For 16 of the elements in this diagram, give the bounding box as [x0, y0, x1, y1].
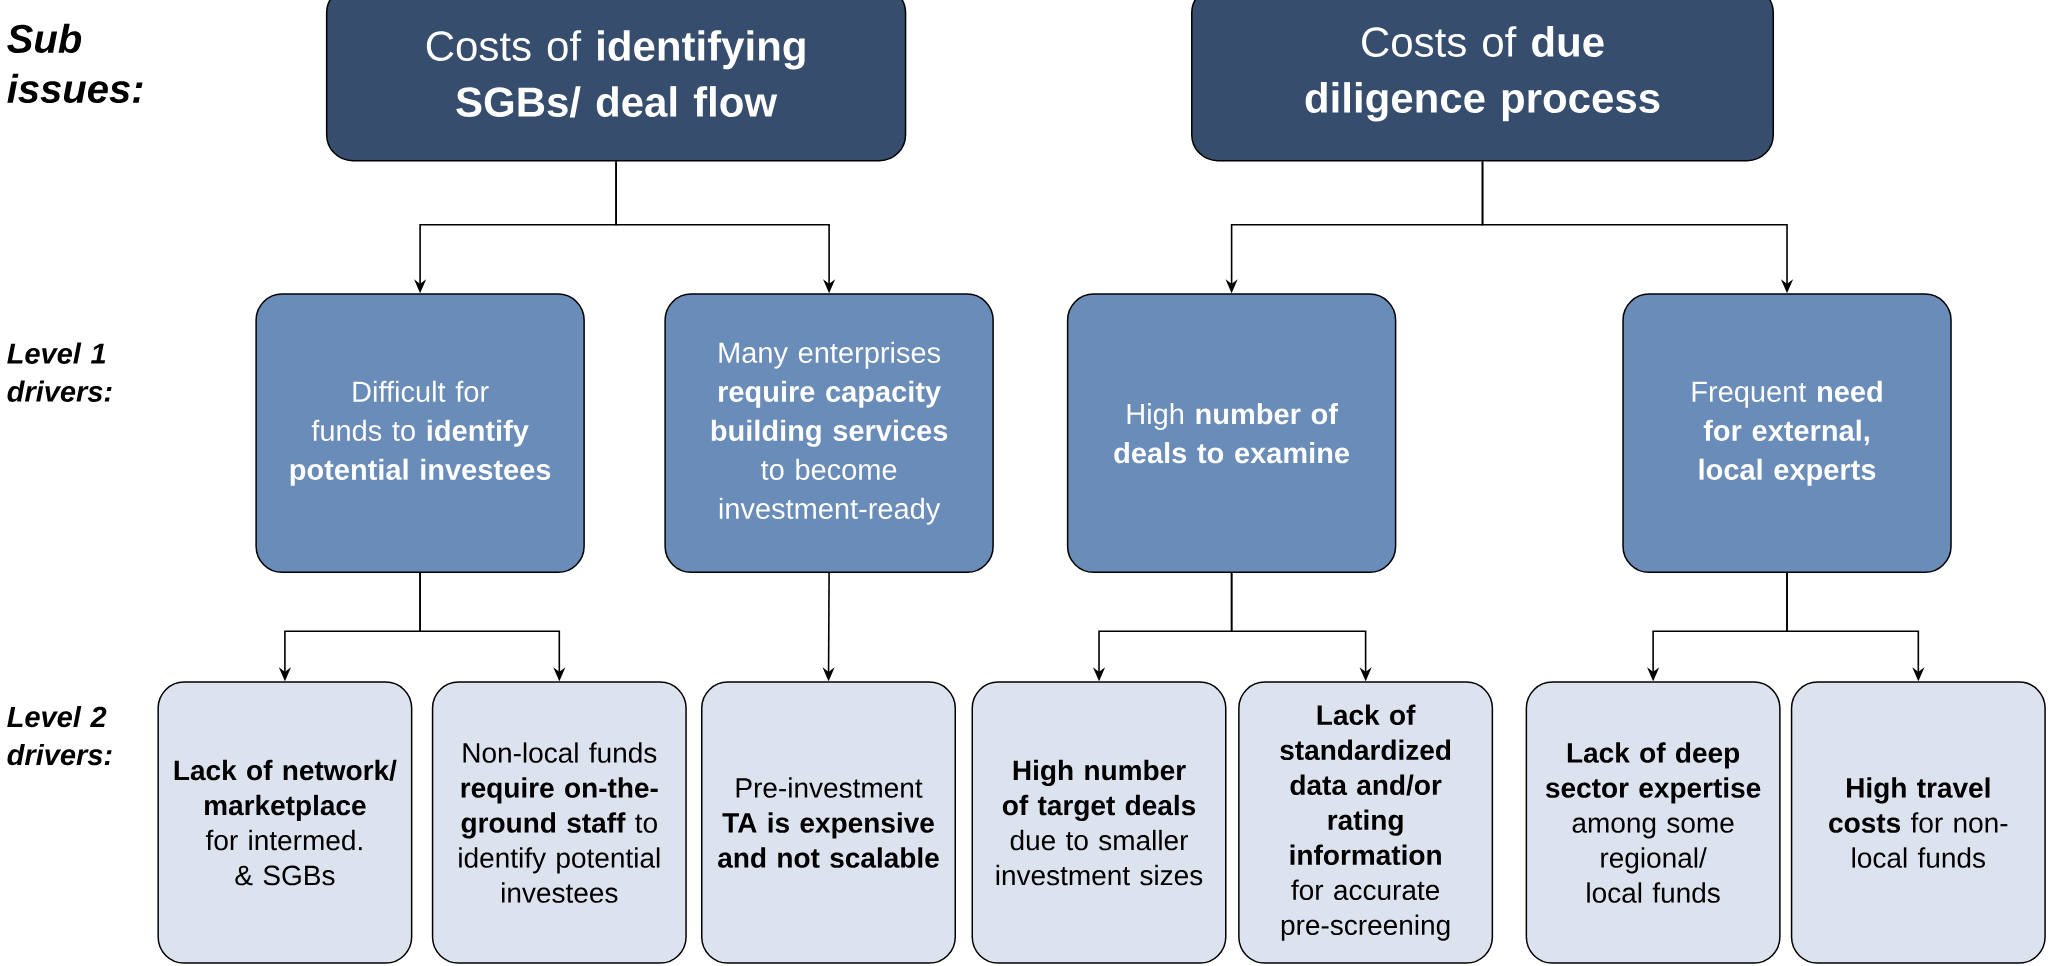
- level-label: Sub issues:: [7, 23, 143, 104]
- driver-box: Lack of standardized data and/or rating information for accurate pre-screening: [1238, 681, 1494, 964]
- driver-box: Many enterprises require capacity building services to become investment-ready: [664, 293, 994, 574]
- driver-box: High travel costs for non-local funds: [1790, 681, 2046, 964]
- heading-box: Costs of identifying SGBs/ deal flow: [325, 0, 907, 162]
- driver-box: Frequent need for external, local experts: [1622, 293, 1952, 574]
- driver-box: High number of target deals due to smaller investment sizes: [971, 681, 1227, 964]
- heading-box: Costs of due diligence process: [1191, 0, 1775, 162]
- driver-box: Pre-investment TA is expensive and not scalable: [701, 681, 956, 964]
- driver-box: Non-local funds require on-the-ground staff to identify potential investees: [431, 681, 687, 964]
- driver-box: High number of deals to examine: [1066, 293, 1397, 574]
- driver-box: Lack of network/ marketplace for intermed. & SGBs: [157, 681, 413, 964]
- level-label: Level 2 drivers:: [7, 705, 112, 766]
- driver-box: Lack of deep sector expertise among some regional/ local funds: [1525, 681, 1781, 964]
- driver-box: Difficult for funds to identify potential investees: [255, 293, 585, 574]
- level-label: Level 1 drivers:: [7, 342, 112, 402]
